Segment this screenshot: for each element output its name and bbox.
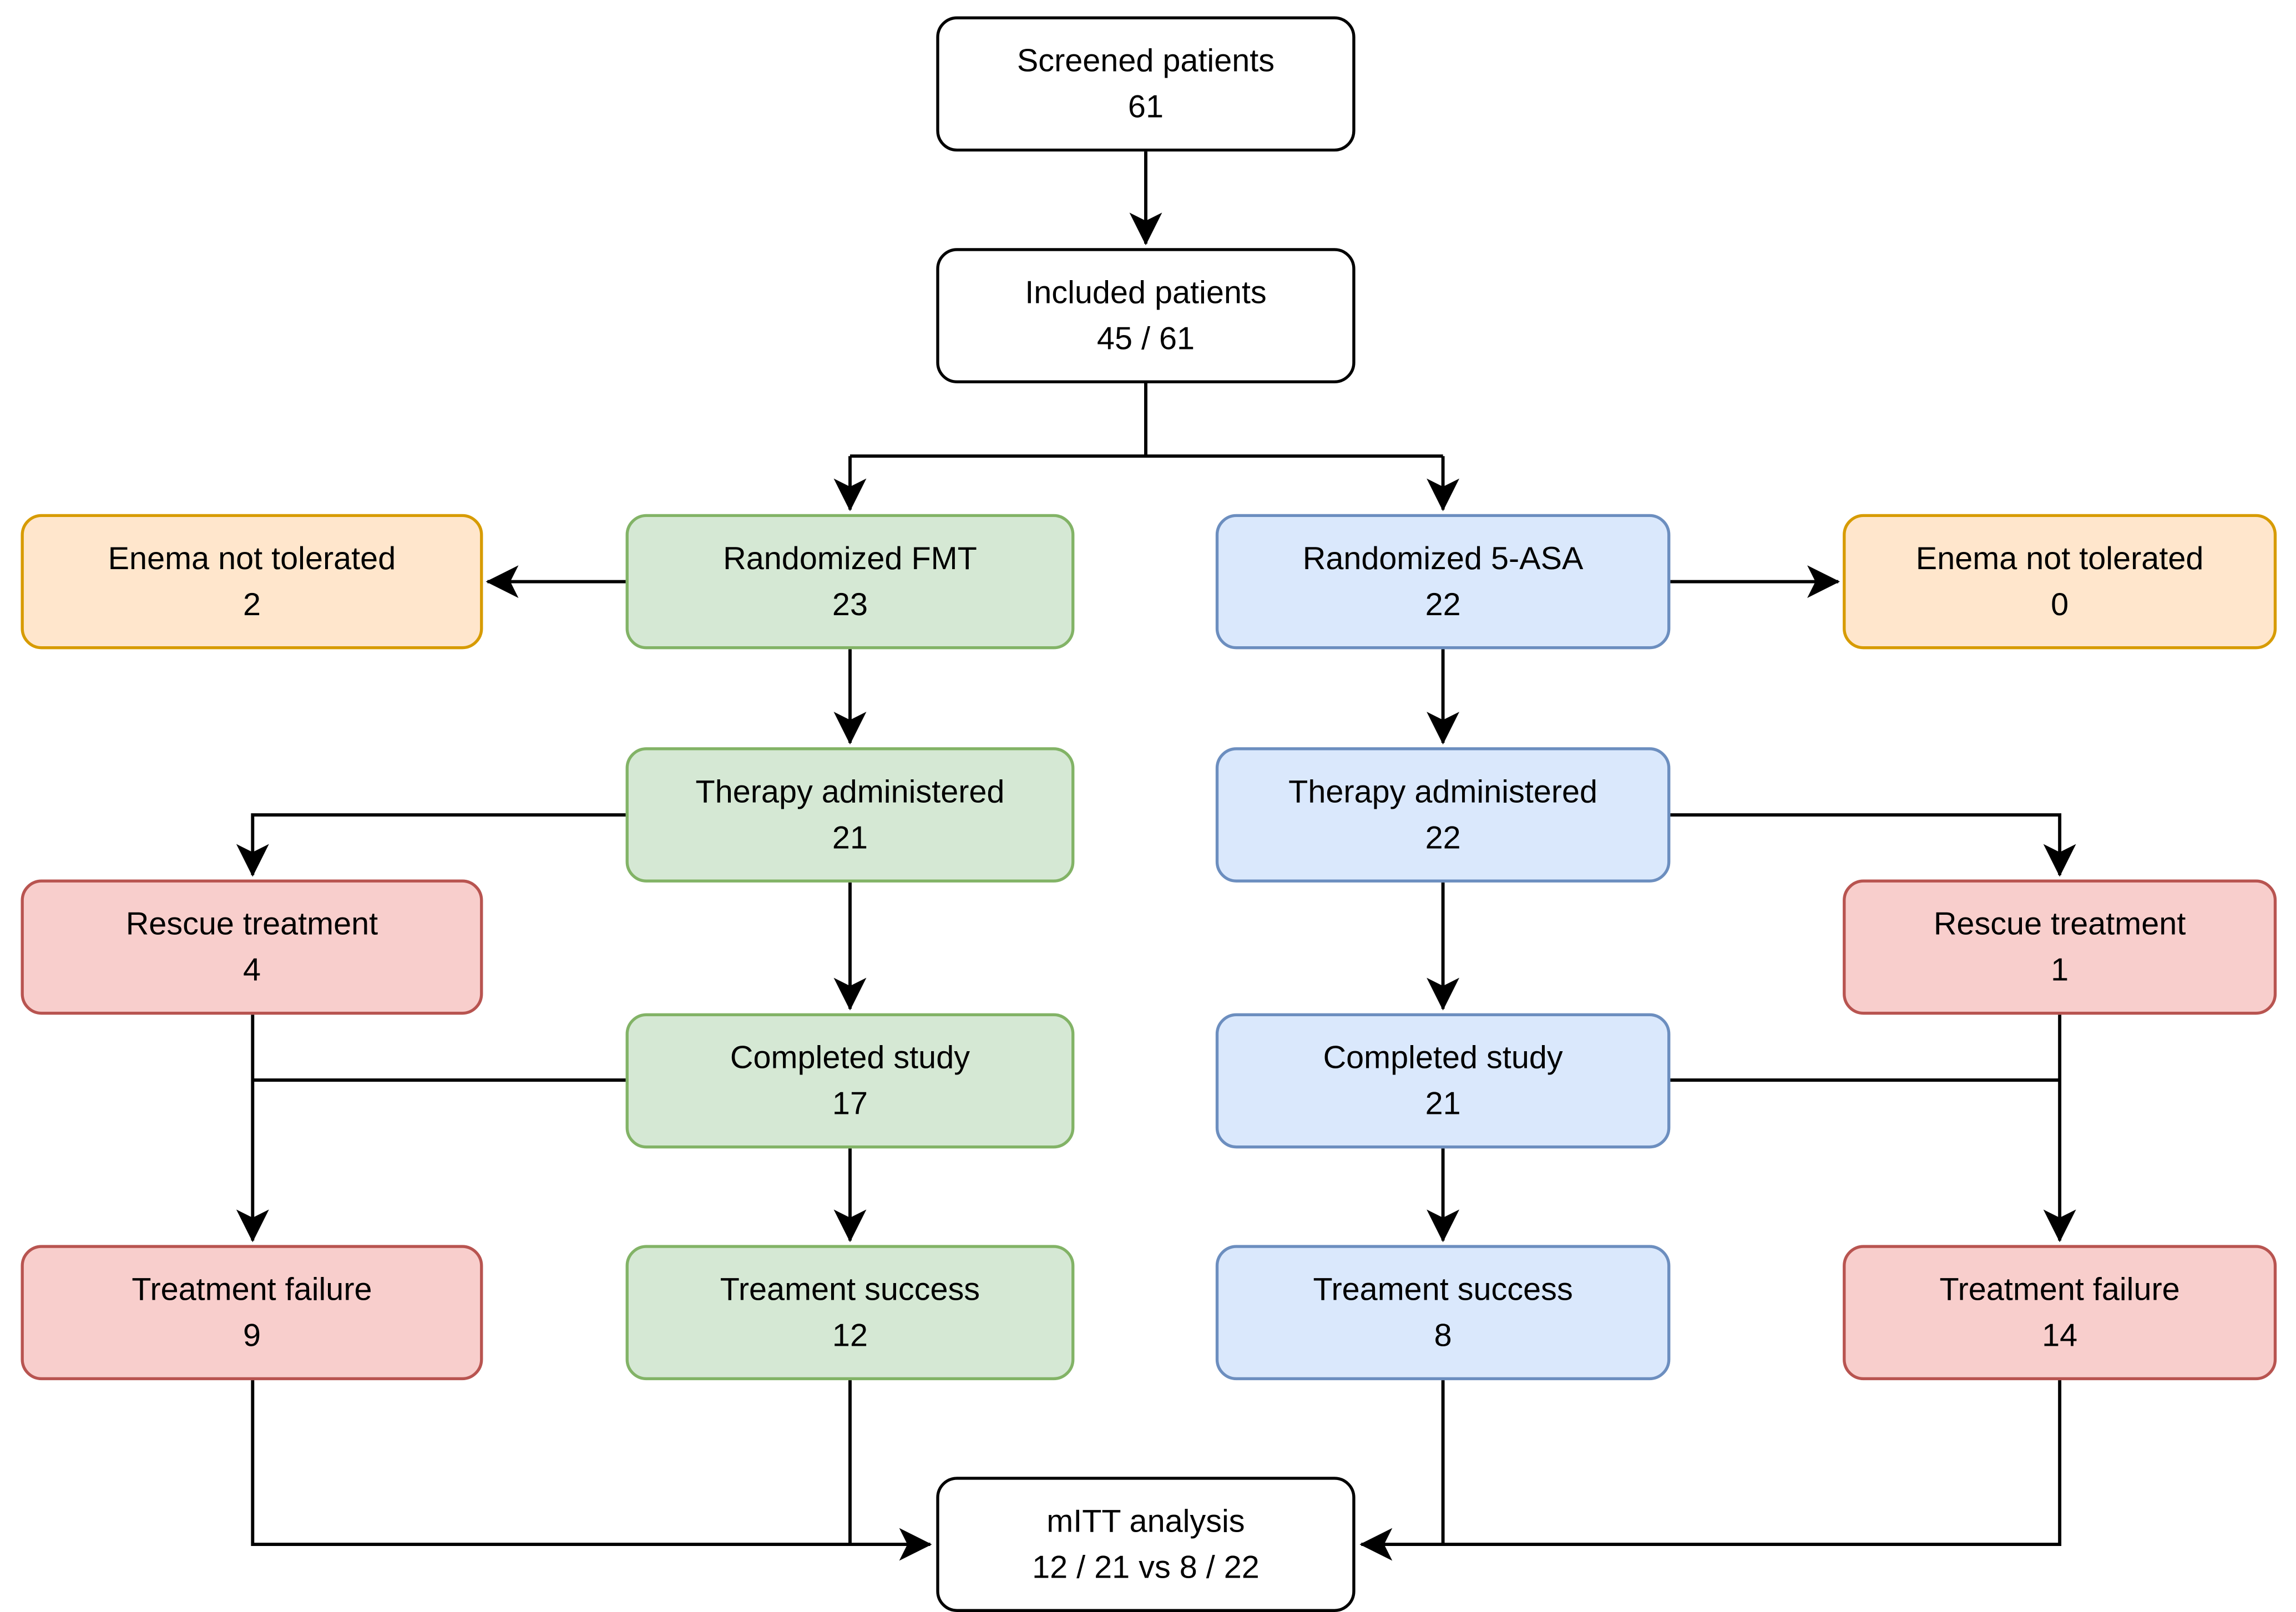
node-label: Randomized FMT — [723, 540, 977, 576]
node-value: 1 — [2051, 951, 2069, 987]
node-label: Completed study — [730, 1039, 970, 1075]
node-label: Rescue treatment — [125, 905, 378, 941]
node-label: Therapy administered — [1288, 773, 1598, 809]
node-label: Enema not tolerated — [1915, 540, 2204, 576]
node-value: 4 — [242, 951, 261, 987]
node-label: Enema not tolerated — [108, 540, 396, 576]
node-therapy-administered-fmt: Therapy administered 21 — [625, 747, 1075, 883]
node-label: Included patients — [1025, 274, 1267, 310]
node-label: Treament success — [1313, 1271, 1573, 1307]
edge-therapy-rescue-left — [236, 813, 626, 877]
edge-failure-left-mitt — [251, 1380, 932, 1561]
edge-therapy-rescue-right — [1670, 813, 2076, 877]
node-value: 23 — [832, 586, 868, 622]
node-treatment-success-asa: Treament success 8 — [1215, 1245, 1671, 1381]
node-label: Treatment failure — [1939, 1271, 2180, 1307]
node-value: 21 — [1425, 1085, 1461, 1121]
node-treatment-failure-asa: Treatment failure 14 — [1843, 1245, 2277, 1381]
node-value: 21 — [832, 819, 868, 855]
node-enema-not-tolerated-fmt: Enema not tolerated 2 — [21, 514, 483, 650]
node-label: mITT analysis — [1046, 1503, 1245, 1539]
node-value: 17 — [832, 1085, 868, 1121]
node-value: 22 — [1425, 586, 1461, 622]
node-label: Screened patients — [1016, 42, 1275, 78]
node-value: 22 — [1425, 819, 1461, 855]
node-enema-not-tolerated-asa: Enema not tolerated 0 — [1843, 514, 2277, 650]
node-value: 8 — [1434, 1317, 1452, 1353]
node-label: Completed study — [1323, 1039, 1563, 1075]
node-value: 61 — [1127, 88, 1164, 124]
edge-failure-right-mitt — [1359, 1380, 2062, 1561]
node-completed-study-fmt: Completed study 17 — [625, 1013, 1075, 1149]
node-value: 12 / 21 vs 8 / 22 — [1032, 1549, 1260, 1585]
node-label: Rescue treatment — [1933, 905, 2186, 941]
node-label: Treatment failure — [132, 1271, 372, 1307]
node-screened-patients: Screened patients 61 — [936, 16, 1356, 152]
node-treatment-failure-fmt: Treatment failure 9 — [21, 1245, 483, 1381]
node-rescue-treatment-fmt: Rescue treatment 4 — [21, 879, 483, 1015]
node-value: 12 — [832, 1317, 868, 1353]
node-value: 2 — [242, 586, 261, 622]
node-treatment-success-fmt: Treament success 12 — [625, 1245, 1075, 1381]
node-value: 0 — [2051, 586, 2069, 622]
node-randomized-fmt: Randomized FMT 23 — [625, 514, 1075, 650]
node-therapy-administered-asa: Therapy administered 22 — [1215, 747, 1671, 883]
node-value: 9 — [242, 1317, 261, 1353]
node-value: 45 / 61 — [1096, 320, 1195, 356]
node-randomized-5-asa: Randomized 5-ASA 22 — [1215, 514, 1671, 650]
node-label: Therapy administered — [695, 773, 1005, 809]
node-label: Randomized 5-ASA — [1302, 540, 1584, 576]
node-mitt-analysis: mITT analysis 12 / 21 vs 8 / 22 — [936, 1477, 1356, 1612]
node-label: Treament success — [720, 1271, 980, 1307]
node-included-patients: Included patients 45 / 61 — [936, 248, 1356, 384]
node-rescue-treatment-asa: Rescue treatment 1 — [1843, 879, 2277, 1015]
node-value: 14 — [2042, 1317, 2078, 1353]
node-completed-study-asa: Completed study 21 — [1215, 1013, 1671, 1149]
